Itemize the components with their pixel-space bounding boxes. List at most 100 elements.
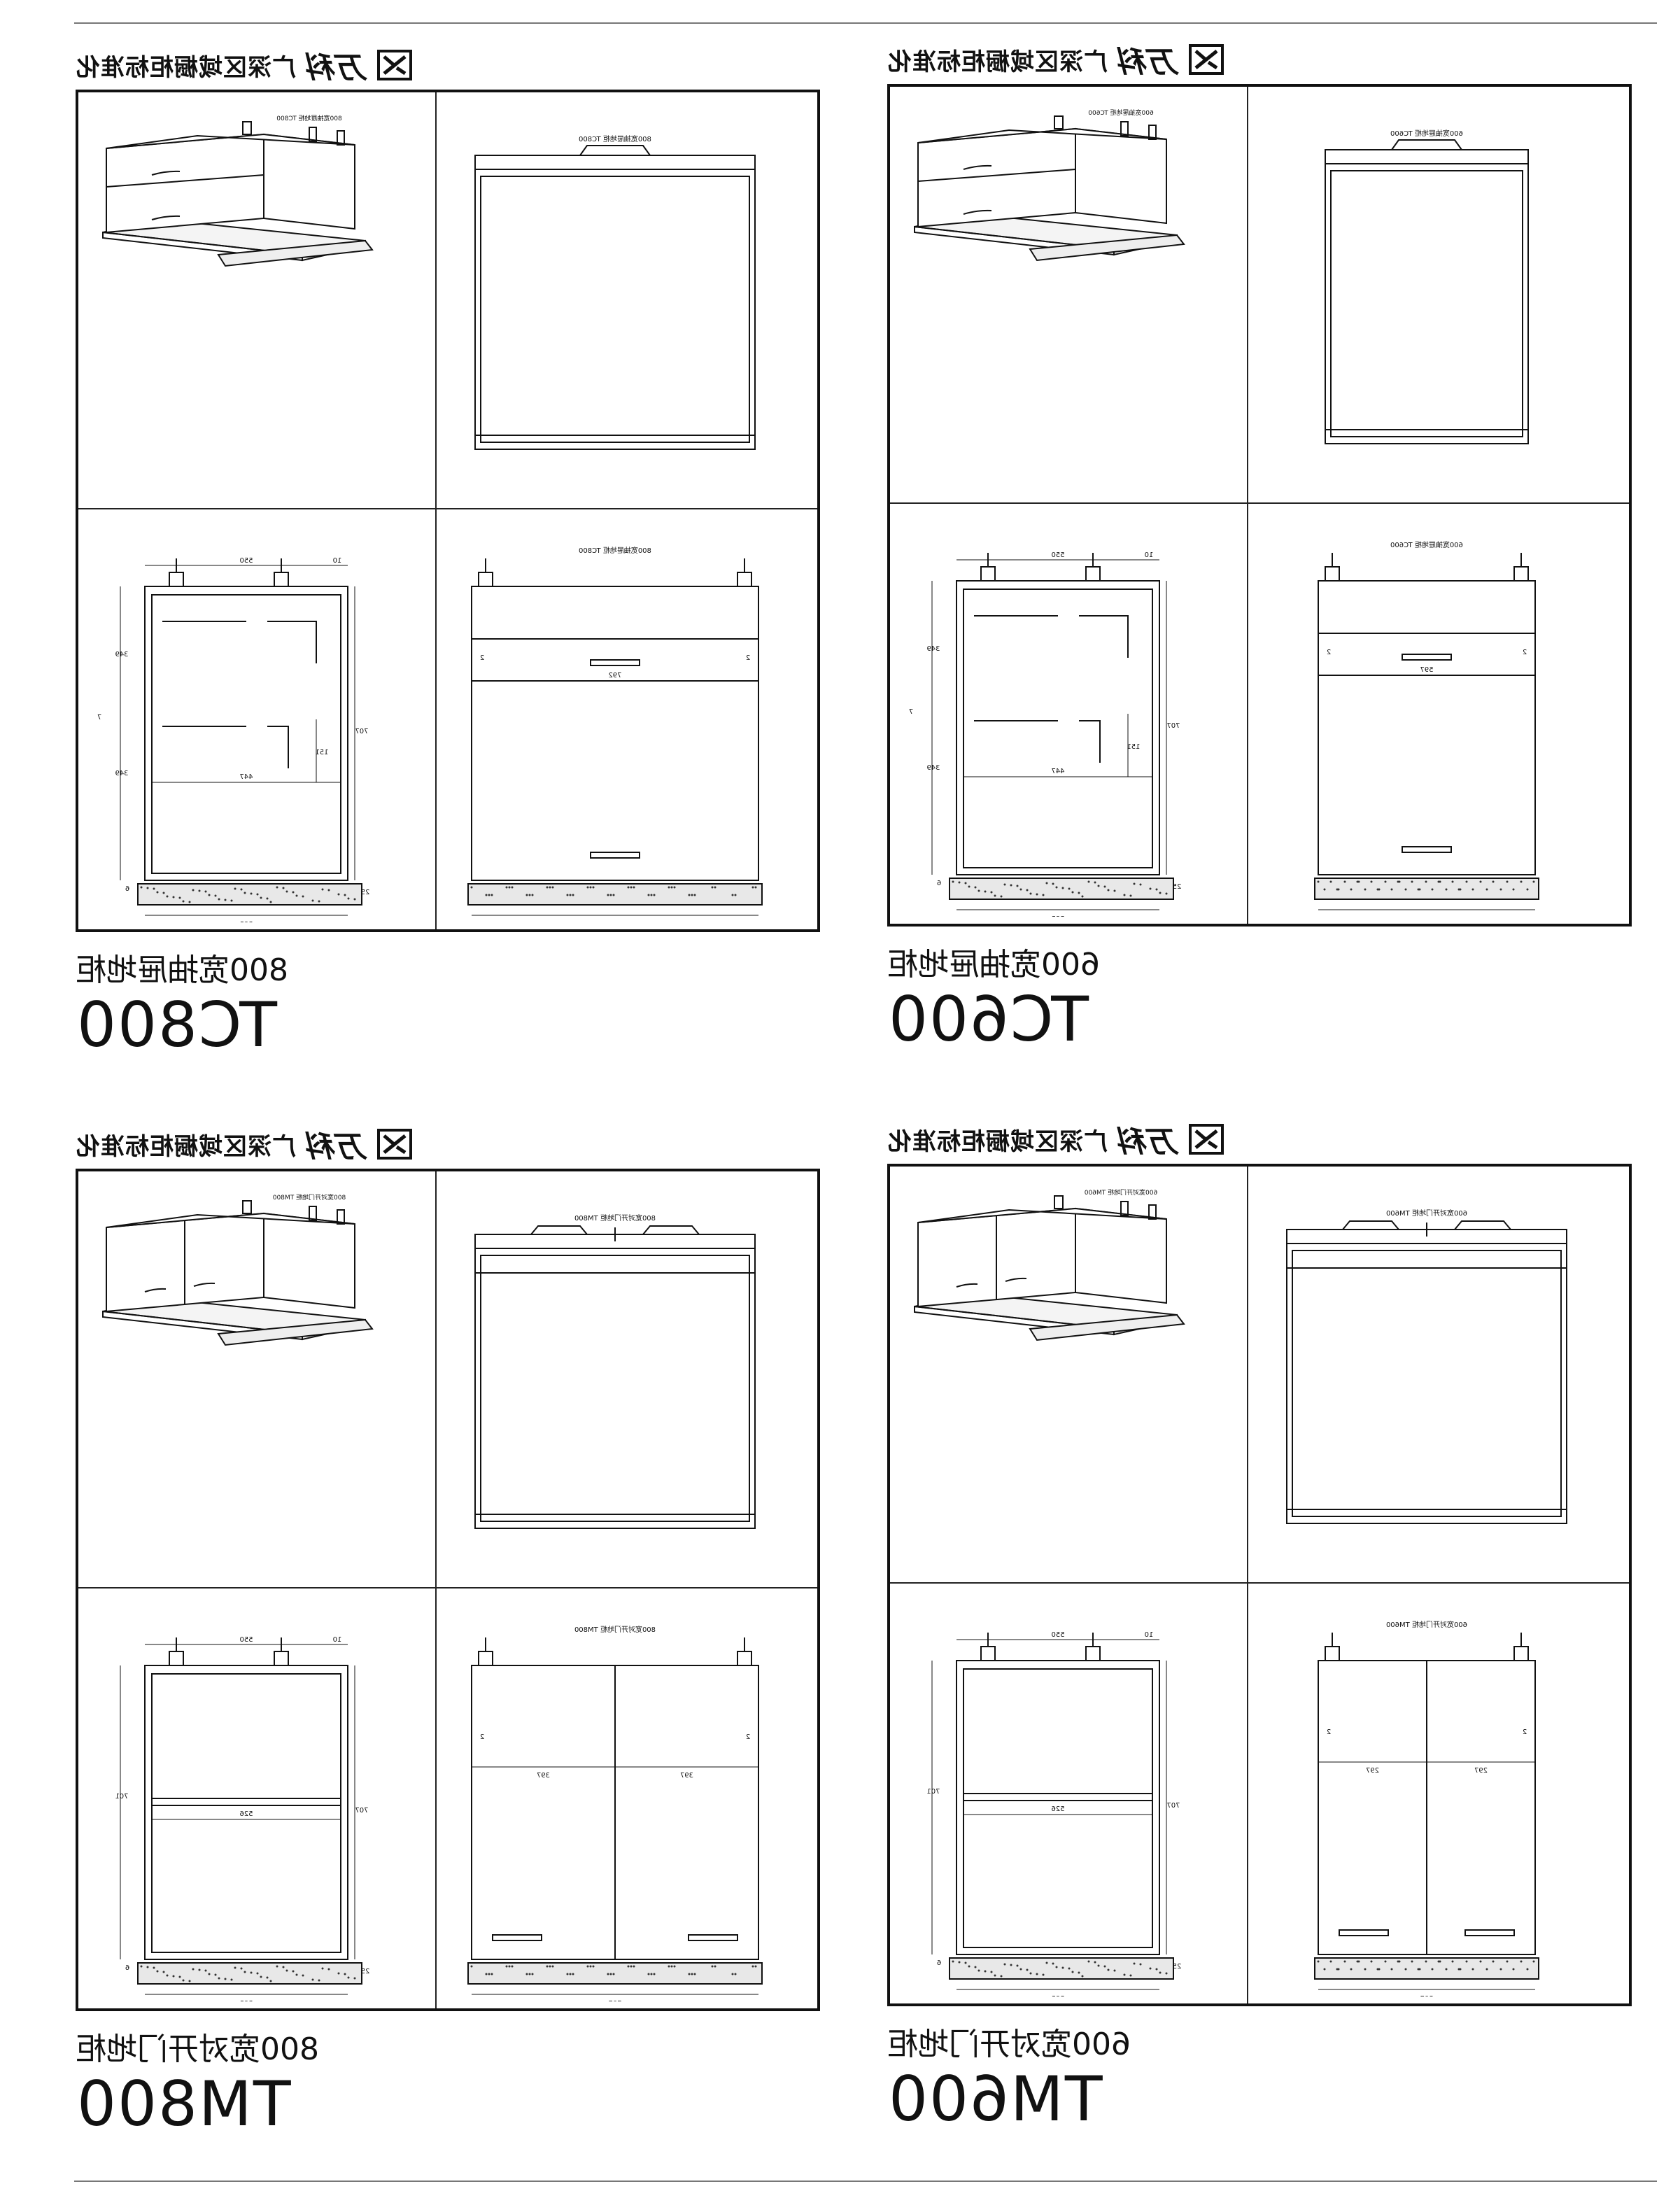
dim-gap-left: 2: [1327, 1728, 1331, 1736]
dim-front-width: 597: [1420, 1995, 1433, 1996]
dim-h2: 349: [926, 764, 940, 772]
section-view-drawing: 70152655010707585256: [115, 1636, 370, 2001]
dim-toe: 6: [125, 1964, 129, 1972]
dim-leaf-left: 397: [537, 1772, 550, 1780]
dim-gap-left: 2: [480, 654, 484, 662]
iso-view-tag: 600宽对开门地柜 TM600: [1084, 1188, 1157, 1197]
dim-top: 550: [1051, 551, 1064, 559]
spec-subtitle: 800宽对开门地柜: [76, 2031, 319, 2067]
dim-leaf-right: 297: [1474, 1767, 1488, 1775]
brand-name: 万科: [306, 1129, 368, 1164]
dim-side: 707: [355, 1807, 368, 1815]
spec-subtitle: 600宽对开门地柜: [887, 2027, 1131, 2062]
dim-151: 151: [315, 749, 328, 756]
spec-panel-tc800: 广深区域橱柜标准化万科 800宽抽屉地柜 TC800 800宽抽屉地柜 TC800 3…: [76, 41, 820, 1076]
dim-gap-left: 2: [480, 1733, 484, 1741]
plan-view: 600宽对开门地柜 TM600: [1248, 1167, 1605, 1579]
dim-inner: 447: [239, 773, 253, 781]
dim-top: 550: [1051, 1631, 1064, 1639]
top-rule: [74, 22, 1657, 24]
dim-right: 10: [1145, 1631, 1154, 1639]
dim-h1: 349: [926, 645, 940, 653]
dim-leaf-right: 397: [680, 1772, 693, 1780]
plan-view-label: 800宽抽屉地柜 TC800: [579, 134, 651, 143]
brand-header: 广深区域橱柜标准化万科: [76, 1120, 413, 1169]
frame-divider-horizontal: [890, 502, 1629, 504]
spec-model-code: TC800: [76, 989, 278, 1061]
dim-base: 25: [361, 1968, 370, 1975]
iso-view-tag: 800宽对开门地柜 TM800: [272, 1193, 346, 1202]
plan-view-drawing: 800宽抽屉地柜 TC800: [474, 134, 756, 450]
front-view: 39739779722800宽对开门地柜 TM800: [437, 1588, 793, 2001]
front-view-drawing: 597 2 2 600宽抽屉地柜 TC600: [1314, 540, 1539, 910]
spec-model-code: TC600: [887, 983, 1089, 1055]
plan-view-label: 800宽对开门地柜 TM800: [574, 1213, 656, 1223]
front-view-label: 600宽抽屉地柜 TC600: [1390, 540, 1463, 549]
front-view-label: 800宽抽屉地柜 TC800: [579, 546, 651, 555]
frame-divider-vertical: [1247, 87, 1248, 924]
section-view: 349349447151755010707585256: [78, 509, 435, 922]
dim-side: 707: [355, 728, 368, 735]
brand-region-text: 广深区域橱柜标准化: [887, 1127, 1108, 1156]
brand-region-text: 广深区域橱柜标准化: [76, 53, 296, 82]
dim-base: 25: [1173, 883, 1182, 891]
plan-view: 800宽抽屉地柜 TC800: [437, 92, 793, 505]
front-view-drawing: 39739779722800宽对开门地柜 TM800: [467, 1625, 763, 2001]
dim-front-width: 792: [608, 672, 621, 679]
iso-view: 600宽抽屉地柜 TC600: [890, 87, 1247, 500]
spec-model-code: TM800: [76, 2068, 291, 2140]
brand-header: 广深区域橱柜标准化万科: [887, 35, 1224, 84]
iso-view: 600宽对开门地柜 TM600: [890, 1167, 1247, 1579]
front-view: 597 2 2 600宽抽屉地柜 TC600: [1248, 504, 1605, 917]
dim-top: 550: [239, 557, 253, 565]
dim-toe: 6: [125, 885, 129, 893]
dim-gap-left: 2: [1327, 649, 1331, 656]
dim-right: 10: [1145, 551, 1154, 559]
dim-side: 707: [1166, 722, 1180, 730]
brand-name: 万科: [1117, 44, 1180, 79]
brand-region-text: 广深区域橱柜标准化: [76, 1132, 296, 1161]
dim-right: 10: [333, 1636, 342, 1644]
front-view-label: 600宽对开门地柜 TM600: [1386, 1620, 1467, 1629]
dim-leaf-left: 297: [1366, 1767, 1379, 1775]
spec-panel-tm600: 广深区域橱柜标准化万科 600宽对开门地柜 TM600 600宽对开门地柜 TM60…: [887, 1115, 1632, 2150]
dim-inner: 447: [1051, 768, 1064, 775]
iso-view-tag: 800宽抽屉地柜 TC800: [276, 114, 342, 122]
vanke-logo-icon: [1189, 44, 1224, 75]
dim-depth: 585: [239, 921, 253, 922]
plan-view: 600宽抽屉地柜 TC600: [1248, 87, 1605, 500]
dim-depth: 585: [1051, 915, 1064, 917]
dim-front-width: 597: [1420, 666, 1433, 674]
frame-divider-horizontal: [78, 1587, 817, 1588]
plan-view-label: 600宽抽屉地柜 TC600: [1390, 129, 1463, 138]
section-view: 70152655010707585256: [890, 1584, 1247, 1996]
spec-panel-tm800: 广深区域橱柜标准化万科 800宽对开门地柜 TM800 800宽对开门地柜 TM80…: [76, 1120, 820, 2155]
dim-toe: 6: [937, 880, 941, 887]
frame-divider-horizontal: [890, 1582, 1629, 1584]
dim-h2: 349: [115, 770, 128, 777]
iso-view: 800宽抽屉地柜 TC800: [78, 92, 435, 505]
brand-name: 万科: [1117, 1124, 1180, 1159]
dim-toe: 6: [937, 1959, 941, 1967]
section-view-drawing: 349349447151755010707585256: [909, 551, 1182, 917]
vanke-logo-icon: [377, 1129, 413, 1160]
spec-subtitle: 600宽抽屉地柜: [887, 947, 1100, 982]
dim-side: 707: [1166, 1802, 1180, 1810]
brand-header: 广深区域橱柜标准化万科: [76, 41, 413, 90]
dim-base: 25: [1173, 1963, 1182, 1971]
section-view: 70152655010707585256: [78, 1588, 435, 2001]
front-view-label: 800宽对开门地柜 TM800: [574, 1625, 656, 1634]
frame-divider-vertical: [435, 1171, 437, 2008]
spec-subtitle: 800宽抽屉地柜: [76, 952, 288, 988]
dim-gap-right: 2: [1523, 649, 1527, 656]
bottom-rule: [74, 2181, 1657, 2182]
front-view-drawing: 29729759722600宽对开门地柜 TM600: [1314, 1620, 1539, 1996]
section-view-drawing: 349349447151755010707585256: [97, 557, 370, 922]
front-view: 29729759722600宽对开门地柜 TM600: [1248, 1584, 1605, 1996]
vanke-logo-icon: [377, 50, 413, 80]
frame-divider-vertical: [435, 92, 437, 929]
dim-side-left: 701: [115, 1793, 128, 1801]
dim-gap-right: 2: [746, 1733, 750, 1741]
